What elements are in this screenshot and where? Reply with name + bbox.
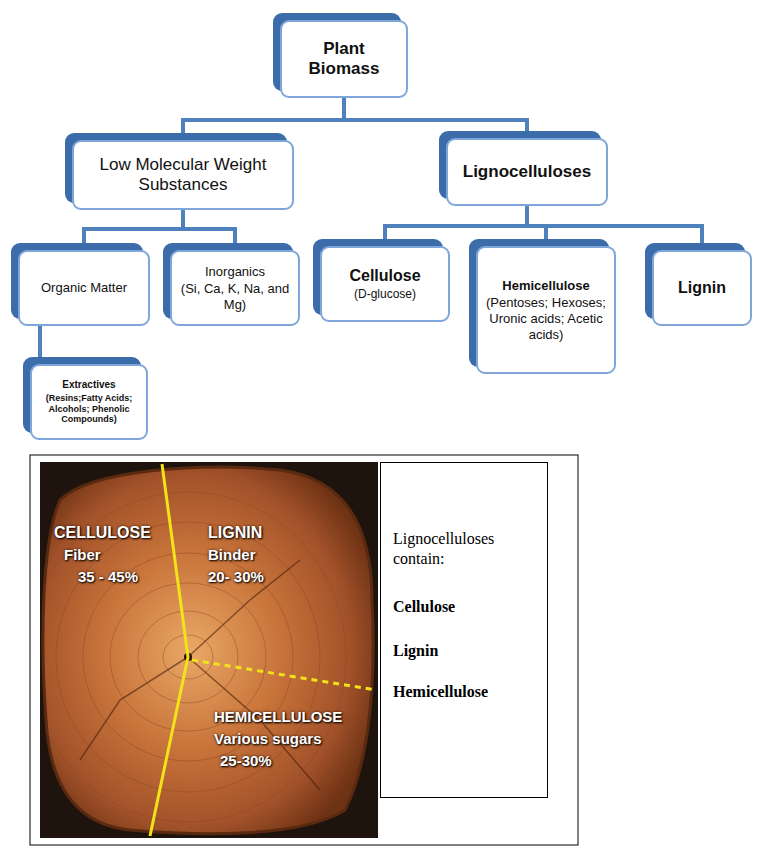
figure-frame [30, 455, 578, 845]
tree-connector [38, 326, 42, 364]
photo-label: 35 - 45% [78, 568, 138, 585]
photo-label: LIGNIN [208, 524, 262, 542]
component-box: Inorganics(Si, Ca, K, Na, and Mg) [170, 250, 300, 326]
component-box: Cellulose (D-glucose) [320, 246, 450, 322]
tree-connector [527, 206, 702, 250]
wood-slice [43, 467, 373, 834]
component-box: Hemicellulose(Pentoses; Hexoses; Uronic … [476, 246, 616, 374]
tree-connector [344, 98, 527, 138]
tree-connector [385, 206, 527, 246]
photo-ground [40, 462, 378, 838]
box-text: Organic Matter [41, 280, 127, 296]
box-text: Hemicellulose [502, 278, 589, 294]
component-box: Extractives (Resins;Fatty Acids; Alcohols… [30, 364, 148, 440]
box-text: Lignocelluloses contain: [393, 529, 535, 569]
photo-label: Binder [208, 546, 256, 563]
root-box: Plant Biomass [280, 20, 408, 98]
box-text: (Si, Ca, K, Na, and Mg) [180, 281, 290, 312]
text-panel: Lignocelluloses contain: CelluloseLigninH… [380, 462, 548, 798]
box-text: Hemicellulose [393, 682, 488, 701]
box-text: (Resins;Fatty Acids; Alcohols; Phenolic … [40, 393, 138, 425]
photo-label: Various sugars [214, 730, 322, 747]
tree-connector [183, 210, 235, 250]
box-text: Inorganics [205, 264, 265, 280]
photo-label: Fiber [64, 546, 101, 563]
photo-label: 20- 30% [208, 568, 264, 585]
box-text: Extractives [62, 379, 115, 391]
component-box: Lignin [652, 250, 752, 326]
photo-label: HEMICELLULOSE [214, 708, 342, 725]
box-text: Low Molecular Weight Substances [82, 155, 284, 196]
box-text: Lignocelluloses [463, 162, 591, 182]
box-text: Cellulose [393, 597, 455, 616]
component-box: Organic Matter [18, 250, 150, 326]
tree-connector [183, 98, 344, 140]
photo-label: 25-30% [220, 752, 272, 769]
category-box: Lignocelluloses [446, 138, 608, 206]
box-text: (D-glucose) [354, 287, 416, 301]
division-lines [150, 464, 376, 836]
box-text: (Pentoses; Hexoses; Uronic acids; Acetic… [486, 295, 606, 342]
box-text: Lignin [393, 641, 438, 660]
box-text: Cellulose [349, 266, 420, 285]
category-box: Low Molecular Weight Substances [72, 140, 294, 210]
photo-label: CELLULOSE [54, 524, 151, 542]
box-text: Lignin [678, 278, 726, 297]
tree-connector [84, 210, 183, 250]
box-text: Plant Biomass [290, 39, 398, 80]
